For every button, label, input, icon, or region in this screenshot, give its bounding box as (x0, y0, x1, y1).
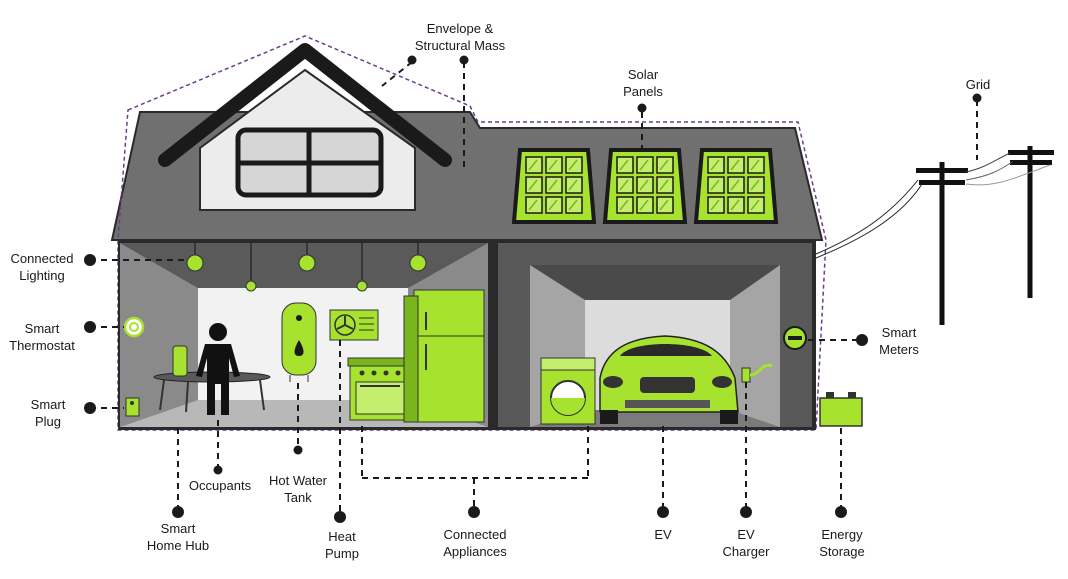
person-icon (196, 323, 240, 415)
car-icon (599, 335, 739, 424)
light-bulb-icon (245, 243, 257, 292)
solar-panel-icon (602, 148, 688, 224)
connected-lighting (186, 243, 427, 292)
solar-panel-icon (511, 148, 597, 224)
battery-icon (819, 392, 863, 427)
label-connected-lighting: Connected Lighting (10, 251, 74, 283)
washing-machine-icon (540, 357, 596, 425)
label-heat-pump: Heat Pump (325, 529, 359, 561)
label-solar-panels: Solar Panels (623, 67, 663, 99)
oven-icon (347, 357, 413, 421)
label-occupants: Occupants (188, 478, 252, 493)
light-bulb-icon (356, 243, 368, 292)
label-ev: EV (654, 527, 672, 542)
label-envelope: Envelope & Structural Mass (414, 21, 506, 53)
label-connected-appliances: Connected Appliances (443, 527, 507, 559)
refrigerator-icon (403, 289, 485, 423)
solar-panels (511, 148, 779, 224)
label-hot-water-tank: Hot Water Tank (268, 473, 328, 505)
label-smart-plug: Smart Plug (30, 397, 66, 429)
water-tank-icon (281, 302, 317, 382)
label-grid: Grid (965, 77, 991, 92)
light-bulb-icon (409, 243, 427, 272)
light-bulb-icon (186, 243, 204, 272)
thermostat-icon (123, 316, 145, 338)
light-bulb-icon (298, 243, 316, 272)
label-smart-home-hub: Smart Home Hub (146, 521, 210, 553)
smart-home-hub-icon (172, 345, 188, 377)
label-smart-thermostat: Smart Thermostat (9, 321, 75, 353)
window-icon (235, 127, 384, 198)
leader-lines (90, 61, 978, 515)
label-smart-meters: Smart Meters (879, 325, 919, 357)
label-ev-charger: EV Charger (722, 527, 770, 559)
label-energy-storage: Energy Storage (819, 527, 865, 559)
leader-dots (84, 55, 982, 523)
dormer-roof (158, 43, 452, 167)
smart-meter-icon (783, 326, 807, 350)
solar-panel-icon (693, 148, 779, 224)
smart-plug-icon (125, 397, 140, 417)
heat-pump-icon (329, 309, 379, 341)
power-pole-icon (815, 146, 1054, 325)
